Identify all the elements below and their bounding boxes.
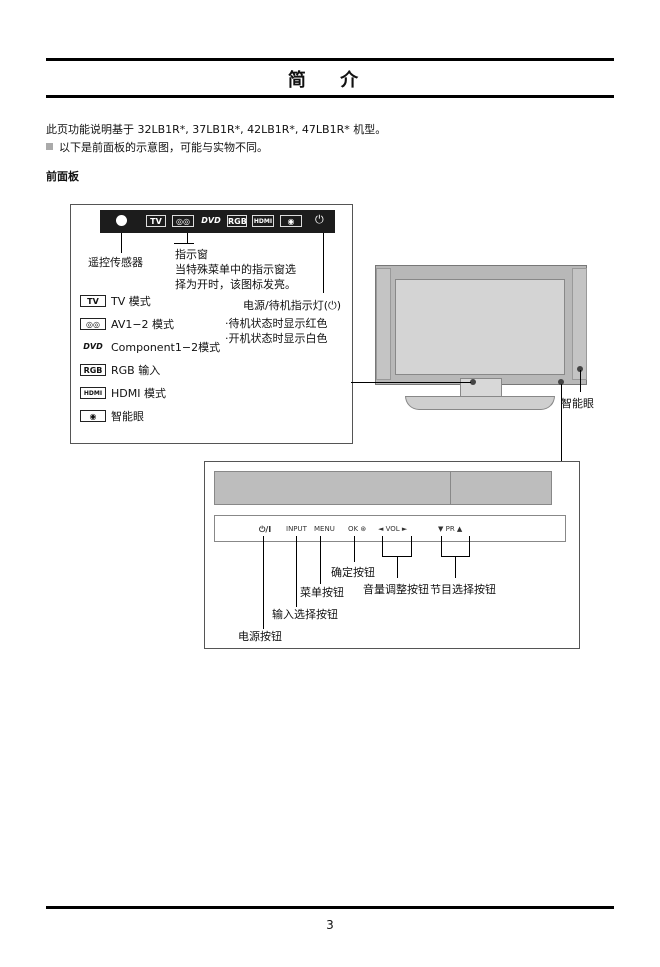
menu-button-callout [320,536,321,584]
tv-power-dot [558,379,564,385]
panel-divider [450,471,451,505]
power-button[interactable]: ⏻/I [259,525,272,534]
legend-rgb-icon: RGB [80,364,106,376]
remote-sensor-dot [116,215,127,226]
indicator-detail-box [70,204,353,444]
pr-left-callout [441,536,442,556]
pr-stem [455,556,456,578]
tv-sensor-dot [470,379,476,385]
bullet-text: 以下是前面板的示意图，可能与实物不同。 [59,141,268,154]
intro-text: 此页功能说明基于 32LB1R*, 37LB1R*, 42LB1R*, 47LB… [46,123,387,136]
section-heading: 前面板 [46,170,79,183]
control-panel-buttons [214,515,566,542]
power-indicator-icon: ⏻ [315,213,324,226]
vol-buttons-label: 音量调整按钮 [363,583,429,596]
footer-rule [46,906,614,909]
power-indicator-label: 电源/待机指示灯(⏻) [243,299,341,312]
window-desc-1: 当特殊菜单中的指示窗选 [175,263,296,276]
ok-button[interactable]: OK ⊛ [348,525,367,533]
legend-rgb-text: RGB 输入 [111,364,161,377]
tv-eye-label: 智能眼 [561,397,594,410]
legend-av-text: AV1−2 模式 [111,318,175,331]
legend-dvd-text: Component1−2模式 [111,341,221,354]
box-to-tv-connector [351,382,471,383]
window-callout [187,233,188,244]
indicator-strip: TV ◎◎ DVD RGB HDMI ◉ ⏻ [100,210,335,233]
control-panel-front [214,471,552,505]
input-button[interactable]: INPUT [286,525,307,533]
legend-tv-icon: TV [80,295,106,307]
bullet-square-icon [46,143,53,150]
tv-eye-dot [577,366,583,372]
power-callout [323,233,324,293]
input-button-label: 输入选择按钮 [272,608,338,621]
window-desc-2: 择为开时，该图标发亮。 [175,278,296,291]
tv-right-speaker [572,268,587,380]
ok-button-label: 确定按钮 [331,566,375,579]
power-desc-2: ·开机状态时显示白色 [225,332,328,345]
legend-hdmi-icon: HDMI [80,387,106,399]
vol-left-callout [382,536,383,556]
dvd-chip: DVD [201,216,221,225]
tv-left-speaker [376,268,391,380]
window-callout-bar [174,243,194,244]
legend-av-icon: ◎◎ [80,318,106,330]
legend-hdmi-text: HDMI 模式 [111,387,166,400]
remote-sensor-callout [121,233,122,253]
page-title: 简 介 [287,70,373,91]
program-buttons[interactable]: ▼ PR ▲ [438,525,463,533]
legend-tv-text: TV 模式 [111,295,151,308]
pr-buttons-label: 节目选择按钮 [430,583,496,596]
vol-right-callout [411,536,412,556]
volume-buttons[interactable]: ◄ VOL ► [378,525,408,533]
header-top-rule [46,58,614,61]
power-button-label: 电源按钮 [238,630,282,643]
eye-callout [580,370,581,392]
rgb-chip: RGB [227,215,247,227]
bullet-note: 以下是前面板的示意图，可能与实物不同。 [46,139,268,155]
tv-to-panel-connector [561,384,562,462]
hdmi-chip: HDMI [252,215,274,227]
menu-button[interactable]: MENU [314,525,335,533]
header-bottom-rule [46,95,614,98]
ok-button-callout [354,536,355,562]
tv-screen [395,279,565,375]
eye-chip: ◉ [280,215,302,227]
pr-right-callout [469,536,470,556]
menu-button-label: 菜单按钮 [300,586,344,599]
tv-stand [405,396,555,410]
legend-eye-icon: ◉ [80,410,106,422]
remote-sensor-label: 遥控传感器 [88,256,143,269]
input-button-callout [296,536,297,607]
power-button-callout [263,536,264,629]
legend-eye-text: 智能眼 [111,410,144,423]
page-number: 3 [326,918,334,932]
power-desc-1: ·待机状态时显示红色 [225,317,328,330]
tv-chip: TV [146,215,166,227]
window-label: 指示窗 [175,248,208,261]
av-chip: ◎◎ [172,215,194,227]
vol-stem [397,556,398,578]
tv-neck [460,378,502,398]
legend-dvd-icon: DVD [83,342,103,351]
